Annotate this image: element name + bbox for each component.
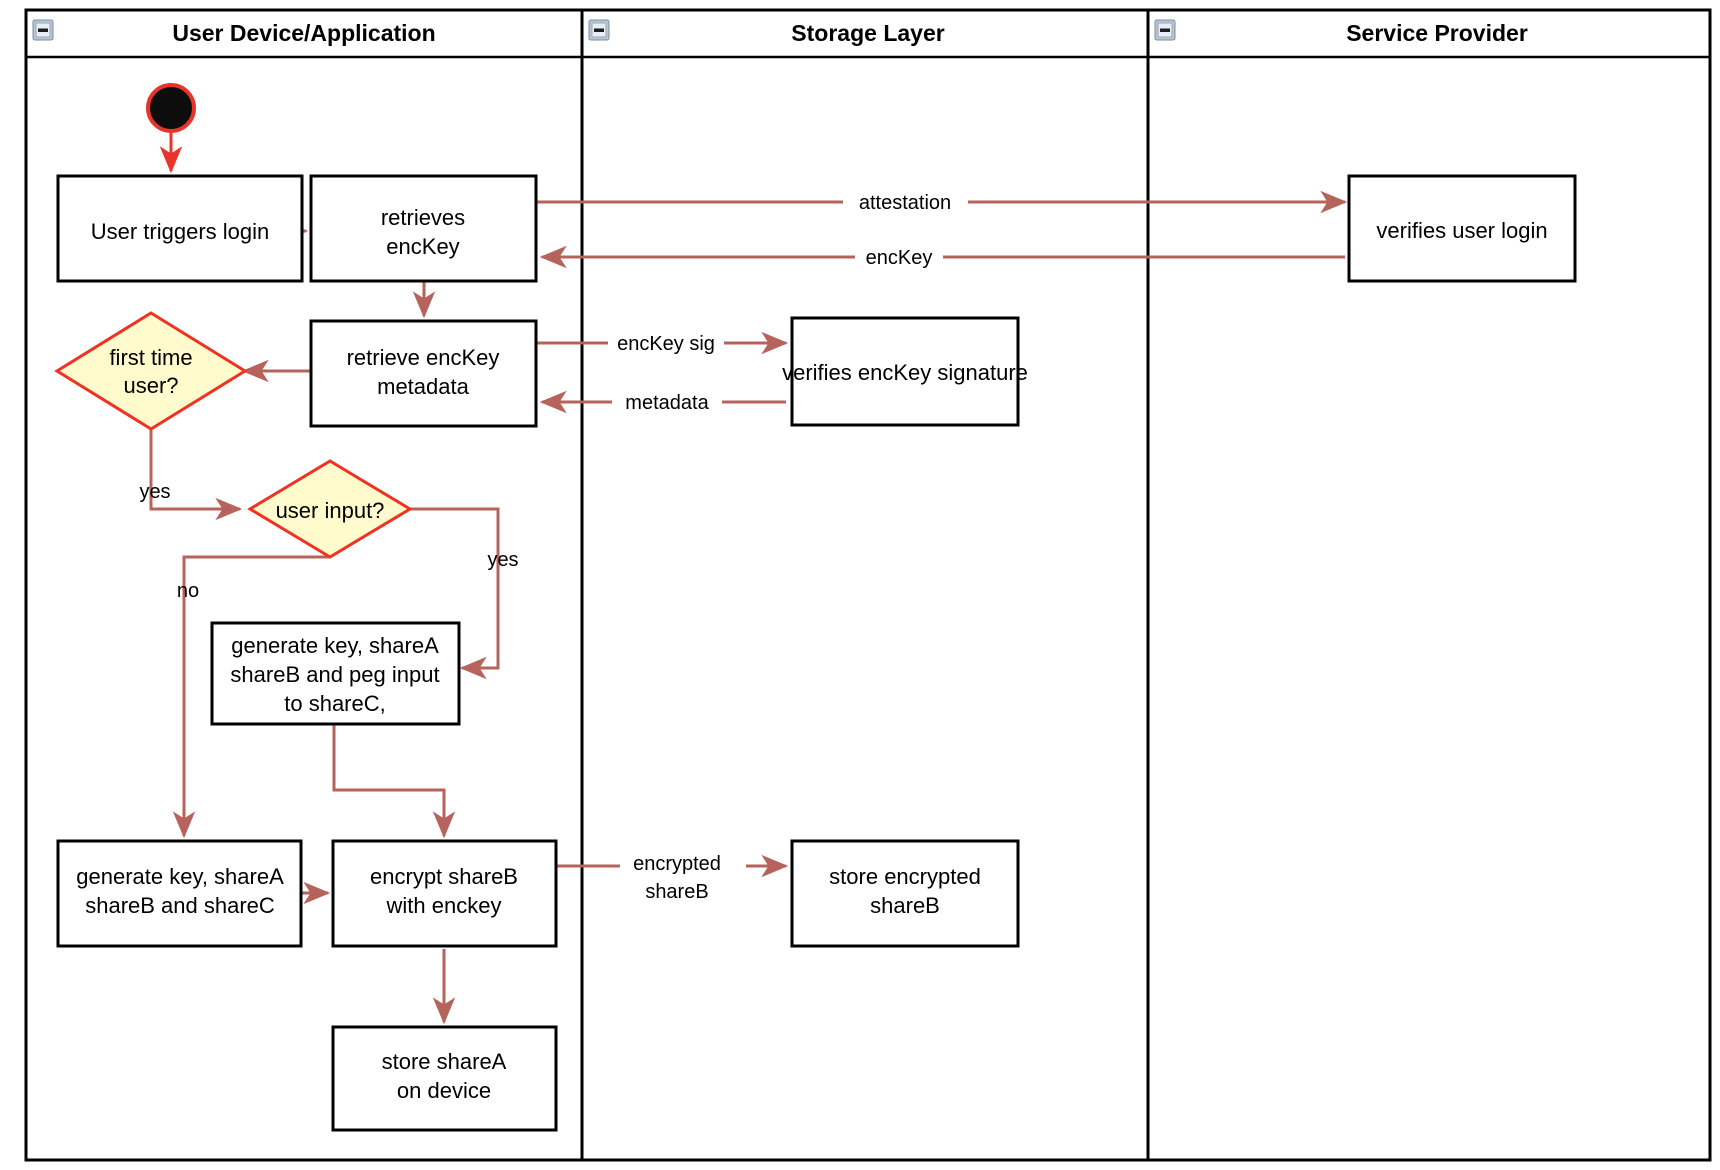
activity-box xyxy=(309,174,538,283)
activity-label-line-2: encKey xyxy=(386,234,459,259)
activity-label-line-1: generate key, shareA xyxy=(76,864,284,889)
collapse-minus-icon[interactable] xyxy=(1154,19,1176,41)
activity-box xyxy=(210,621,461,726)
decision-label-line-1: first time xyxy=(109,345,192,370)
edge-label-user-input-yes: yes xyxy=(487,549,518,571)
activity-user-triggers-login[interactable]: User triggers login xyxy=(56,174,304,283)
flow-user-input-yes xyxy=(409,507,500,680)
lane-title-service-provider: Service Provider xyxy=(1346,20,1528,46)
activity-label-line-1: store shareA xyxy=(382,1049,507,1074)
lane-header-user-device[interactable]: User Device/Application xyxy=(32,19,436,46)
activity-box xyxy=(1347,174,1577,283)
lane-title-storage: Storage Layer xyxy=(791,20,944,46)
activity-generate-key-peg-input[interactable]: generate key, shareA shareB and peg inpu… xyxy=(210,621,461,726)
decision-label-line-2: user? xyxy=(123,373,178,398)
activity-retrieves-enckey[interactable]: retrieves encKey xyxy=(309,174,538,283)
activity-box xyxy=(790,316,1020,427)
activity-label-line-2: on device xyxy=(397,1078,491,1103)
start-circle xyxy=(146,83,196,133)
activity-label-line-2: shareB xyxy=(870,893,940,918)
activity-box xyxy=(56,839,303,948)
lane-header-service-provider[interactable]: Service Provider xyxy=(1154,19,1528,46)
decision-diamond xyxy=(247,459,413,559)
edge-label-first-time-user-yes: yes xyxy=(139,481,170,503)
activity-label-line-1: encrypt shareB xyxy=(370,864,518,889)
activity-box xyxy=(331,839,558,948)
activity-label-line-2: shareB and shareC xyxy=(85,893,275,918)
edge-label-metadata: metadata xyxy=(625,392,709,414)
activity-box xyxy=(56,174,304,283)
activity-label-line-3: to shareC, xyxy=(284,691,386,716)
edge-labels: attestation encKey encKey sig metadata y… xyxy=(139,188,968,903)
flow-peg-input-to-encrypt xyxy=(332,725,456,839)
initial-node[interactable] xyxy=(146,83,196,133)
collapse-minus-icon[interactable] xyxy=(588,19,610,41)
activity-store-encrypted-shareb[interactable]: store encrypted shareB xyxy=(790,839,1020,948)
activity-label-line-2: with enckey xyxy=(386,893,502,918)
activity-label-line-1: generate key, shareA xyxy=(231,633,439,658)
edge-label-attestation: attestation xyxy=(859,192,951,214)
edge-label-enckey-sig: encKey sig xyxy=(617,333,715,355)
decision-first-time-user[interactable]: first time user? xyxy=(54,311,248,431)
lane-title-user-device: User Device/Application xyxy=(172,20,435,46)
decision-label-line-1: user input? xyxy=(276,498,385,523)
activity-label-line-1: User triggers login xyxy=(91,219,270,244)
activity-retrieve-enckey-metadata[interactable]: retrieve encKey metadata xyxy=(309,319,538,428)
activity-box xyxy=(309,319,538,428)
activity-label-line-1: verifies encKey signature xyxy=(782,360,1028,385)
edge-label-encrypted-shareb-line-2: shareB xyxy=(645,881,708,903)
activity-verifies-user-login[interactable]: verifies user login xyxy=(1347,174,1577,283)
decision-diamond xyxy=(54,311,248,431)
edge-label-enckey: encKey xyxy=(866,247,933,269)
activity-label-line-2: metadata xyxy=(377,374,469,399)
activity-label-line-1: retrieves xyxy=(381,205,465,230)
activity-box xyxy=(331,1025,558,1132)
activity-verifies-enckey-signature[interactable]: verifies encKey signature xyxy=(782,316,1028,427)
activity-label-line-2: shareB and peg input xyxy=(230,662,439,687)
edge-label-encrypted-shareb-line-1: encrypted xyxy=(633,853,721,875)
activity-encrypt-shareb[interactable]: encrypt shareB with enckey xyxy=(331,839,558,948)
decision-user-input[interactable]: user input? xyxy=(247,459,413,559)
edge-label-user-input-no: no xyxy=(177,580,199,602)
flow-first-time-user-yes xyxy=(149,415,243,521)
activity-store-sharea-on-device[interactable]: store shareA on device xyxy=(331,1025,558,1132)
collapse-minus-icon[interactable] xyxy=(32,19,54,41)
flow-user-input-no xyxy=(172,555,330,839)
lane-header-storage[interactable]: Storage Layer xyxy=(588,19,945,46)
activity-label-line-1: store encrypted xyxy=(829,864,981,889)
activity-generate-key-shares[interactable]: generate key, shareA shareB and shareC xyxy=(56,839,303,948)
activity-label-line-1: retrieve encKey xyxy=(347,345,500,370)
activity-label-line-1: verifies user login xyxy=(1376,218,1547,243)
activity-box xyxy=(790,839,1020,948)
